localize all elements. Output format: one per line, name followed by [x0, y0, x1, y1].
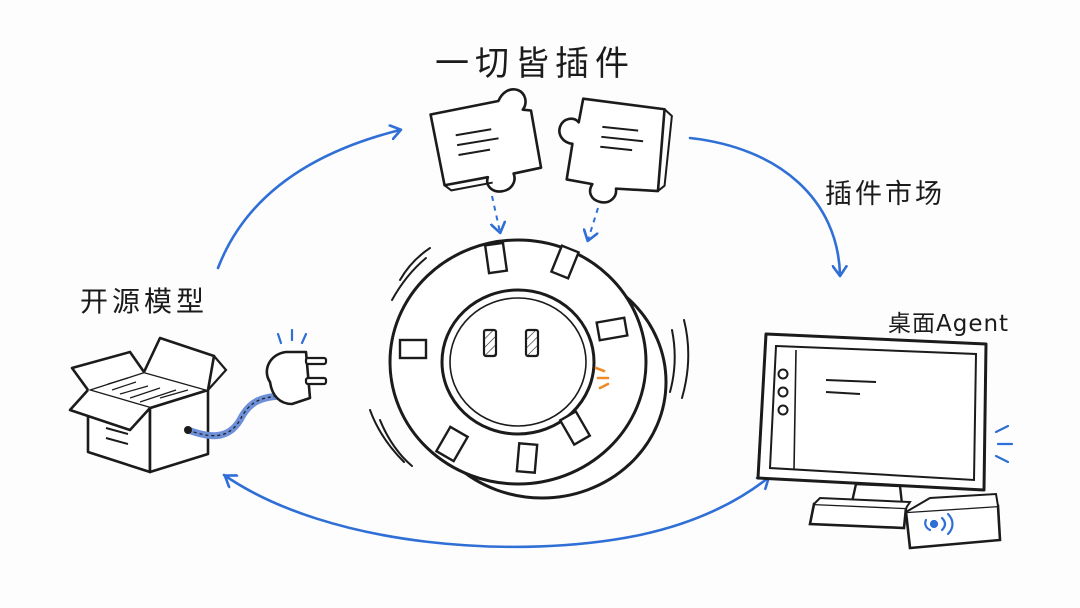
dashed-arrow-right-puzzle [588, 207, 599, 240]
label-plugin-market: 插件市场 [825, 179, 945, 210]
arrow-plugins-to-agent [688, 136, 840, 275]
diagram-title: 一切皆插件 [435, 44, 635, 84]
label-open-source-model: 开源模型 [80, 285, 209, 318]
dashed-arrow-left-puzzle [492, 195, 500, 232]
power-socket-icon [369, 238, 690, 500]
power-plug-icon [184, 328, 328, 434]
open-box-icon [68, 336, 228, 474]
wifi-signal-icon [924, 512, 954, 536]
arrow-model-to-plugins [216, 130, 400, 270]
computer-monitor-icon [756, 332, 1014, 550]
spark-accent [594, 366, 610, 390]
label-desktop-agent: 桌面Agent [888, 311, 1010, 337]
puzzle-piece-icon [429, 88, 543, 193]
puzzle-piece-icon [558, 97, 673, 204]
arrow-model-agent-bidirectional [222, 473, 768, 549]
